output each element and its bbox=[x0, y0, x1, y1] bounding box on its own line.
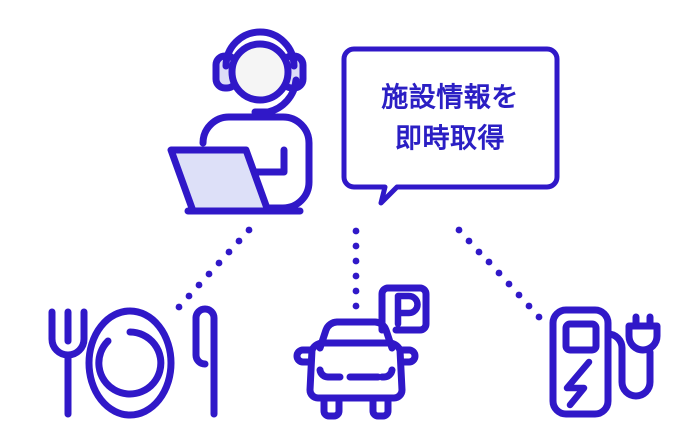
operator-body-shape bbox=[199, 113, 313, 212]
microphone-boom-icon bbox=[251, 76, 300, 116]
charging-cable-shape bbox=[604, 330, 654, 400]
fork-icon bbox=[48, 308, 88, 418]
speech-bubble-shape bbox=[341, 46, 560, 206]
connector-to-restaurant bbox=[175, 226, 253, 311]
dotted-connectors bbox=[175, 226, 543, 321]
plug-icon bbox=[625, 313, 661, 354]
head-shape bbox=[228, 40, 292, 104]
charger-body-shape bbox=[549, 306, 612, 418]
lightning-bolt-icon bbox=[563, 358, 593, 409]
speech-bubble-line2: 即時取得 bbox=[395, 124, 505, 155]
ev-charger-icon bbox=[549, 306, 661, 418]
connector-to-ev-charger bbox=[455, 226, 543, 321]
restaurant-icon bbox=[48, 305, 218, 419]
car-front-icon bbox=[293, 318, 419, 420]
knife-icon bbox=[192, 305, 218, 418]
headband-icon bbox=[222, 28, 298, 70]
operator-with-headset bbox=[167, 28, 313, 215]
laptop-screen-shape bbox=[167, 146, 272, 215]
charger-display-screen bbox=[562, 320, 600, 354]
parking-icon bbox=[293, 284, 430, 420]
speech-bubble: 施設情報を 即時取得 bbox=[341, 46, 560, 206]
speech-bubble-line1: 施設情報を bbox=[381, 82, 519, 114]
parking-letter-p bbox=[394, 292, 421, 328]
parking-sign-frame bbox=[378, 284, 430, 334]
plate-icon bbox=[85, 307, 175, 419]
operator-arm-shape bbox=[242, 146, 288, 176]
connector-to-parking bbox=[352, 227, 360, 310]
